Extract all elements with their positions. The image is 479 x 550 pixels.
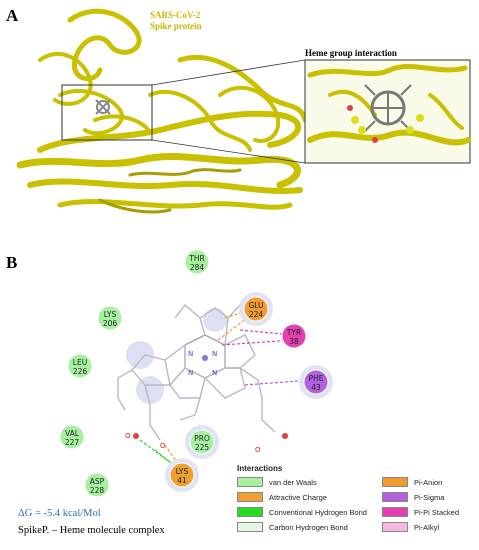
legend-label: Pi-Anion <box>414 477 443 487</box>
residue-number: 41 <box>177 476 187 485</box>
svg-text:O: O <box>255 446 261 454</box>
protein-label-line1: SARS-CoV-2 <box>150 10 201 20</box>
legend-item: Attractive Charge <box>237 491 382 503</box>
line-glu224-b <box>217 311 256 341</box>
residue-name: PHE <box>309 374 324 383</box>
svg-text:N: N <box>188 350 193 358</box>
residue-disc <box>303 369 329 395</box>
svg-text:O: O <box>125 432 131 440</box>
line-tyr38-a <box>239 329 294 336</box>
residue-disc <box>281 323 307 349</box>
legend-swatch <box>237 477 263 487</box>
residue-disc <box>189 429 215 455</box>
line-lys41-c <box>139 439 179 469</box>
residue-name: GLU <box>248 301 263 310</box>
ligand-2d-structure: N N N N O O O <box>117 303 288 454</box>
inset-heme <box>364 84 412 132</box>
legend-label: Conventional Hydrogen Bond <box>269 507 367 517</box>
residue-disc <box>169 462 195 488</box>
legend-swatch <box>382 507 408 517</box>
protein-label-line2: Spike protein <box>150 21 202 31</box>
spike-protein-label: SARS-CoV-2 Spike protein <box>150 10 202 32</box>
residue-name: THR <box>188 254 204 263</box>
residue-discs: THR284LYS206LEU226VAL227ASP228PRO225GLU2… <box>59 249 333 498</box>
residue-number: 228 <box>90 486 105 495</box>
residue-number: 206 <box>103 319 118 328</box>
legend-label: Attractive Charge <box>269 492 327 502</box>
legend-item: Pi-Pi Stacked <box>382 506 472 518</box>
panel-a-letter: A <box>6 6 19 25</box>
legend-label: van der Waals <box>269 477 317 487</box>
zoom-line-top <box>151 59 306 86</box>
residue-disc <box>84 472 110 498</box>
residue-disc <box>59 424 85 450</box>
legend-item: Pi-Anion <box>382 476 472 488</box>
binding-energy: ΔG = -5.4 kcal/Mol <box>18 508 101 519</box>
legend-label: Pi-Alkyl <box>414 522 440 532</box>
residue-number: 227 <box>65 438 80 447</box>
legend-swatch <box>237 492 263 502</box>
residue-name: VAL <box>65 429 80 438</box>
residue-name: PRO <box>194 434 210 443</box>
svg-text:N: N <box>212 350 217 358</box>
legend-label: Pi-Pi Stacked <box>414 507 460 517</box>
residue-name: ASP <box>90 477 105 486</box>
residue-disc <box>243 296 269 322</box>
complex-label: SpikeP. – Heme molecule complex <box>18 525 165 536</box>
svg-text:N: N <box>212 369 217 377</box>
residue-name: TYR <box>286 328 301 337</box>
selection-box <box>61 84 153 141</box>
residue-disc <box>67 353 93 379</box>
residue-number: 284 <box>190 263 205 272</box>
residue-name: LYS <box>104 310 117 319</box>
svg-text:N: N <box>188 369 193 377</box>
spike-protein-structure <box>16 8 308 214</box>
residue-name: LEU <box>73 358 87 367</box>
legend-item: Pi-Alkyl <box>382 521 472 533</box>
zoom-line-bottom <box>151 139 306 164</box>
svg-text:O: O <box>160 442 166 450</box>
legend-swatch <box>382 492 408 502</box>
residue-number: 226 <box>73 367 88 376</box>
legend-label: Carbon Hydrogen Bond <box>269 522 348 532</box>
legend-swatch <box>237 522 263 532</box>
residue-disc <box>184 249 210 275</box>
inset-title: Heme group interaction <box>305 48 397 58</box>
inset-residues <box>347 105 424 143</box>
residue-disc <box>97 305 123 331</box>
legend-swatch <box>382 477 408 487</box>
residue-number: 38 <box>289 337 299 346</box>
legend-title: Interactions <box>237 464 283 473</box>
residue-name: LYS <box>176 467 189 476</box>
legend-swatch <box>382 522 408 532</box>
residue-number: 43 <box>311 383 321 392</box>
legend-item: Carbon Hydrogen Bond <box>237 521 382 533</box>
legend-swatch <box>237 507 263 517</box>
legend-item: Pi-Sigma <box>382 491 472 503</box>
panel-b-letter: B <box>6 253 18 272</box>
legend-item: Conventional Hydrogen Bond <box>237 506 382 518</box>
heme-ligand-small <box>95 99 111 115</box>
residue-number: 224 <box>249 310 264 319</box>
line-tyr38-b <box>221 339 294 346</box>
legend-label: Pi-Sigma <box>414 492 445 502</box>
legend-item: van der Waals <box>237 476 382 488</box>
residue-number: 225 <box>195 443 210 452</box>
